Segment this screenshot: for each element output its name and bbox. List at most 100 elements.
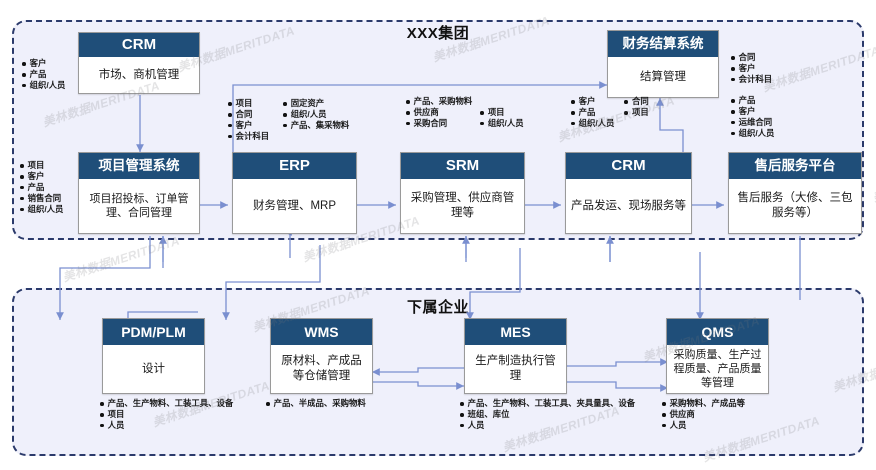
bullet-label: 产品: [27, 181, 45, 192]
bullet-dot-icon: [283, 112, 287, 117]
bullet-dot-icon: [20, 207, 24, 212]
system-card-pms[interactable]: 项目管理系统 项目招投标、订单管理、合同管理: [78, 152, 200, 234]
bullet-label: 会计科目: [738, 73, 773, 84]
bullet-label: 项目: [107, 408, 125, 419]
system-card-qms[interactable]: QMS 采购质量、生产过程质量、产品质量等管理: [666, 318, 769, 394]
bullet-label: 产品: [29, 68, 47, 79]
system-card-title: MES: [465, 319, 566, 345]
system-card-erp[interactable]: ERP 财务管理、MRP: [232, 152, 357, 234]
bullet-item: 供应商: [662, 409, 745, 420]
bullet-dot-icon: [480, 110, 484, 115]
bullet-dot-icon: [731, 120, 735, 125]
bullet-label: 会计科目: [235, 130, 270, 141]
bullet-item: 组织/人员: [22, 80, 65, 91]
bullet-dot-icon: [100, 412, 104, 417]
bullet-dot-icon: [624, 100, 629, 104]
system-card-body: 生产制造执行管理: [465, 345, 566, 393]
system-card-body: 采购质量、生产过程质量、产品质量等管理: [667, 345, 768, 393]
bullet-dot-icon: [283, 102, 287, 106]
bullets-pdm: 产品、生产物料、工装工具、设备项目人员: [100, 398, 233, 431]
bullet-item: 合同: [624, 96, 649, 107]
bullet-label: 合同: [235, 108, 253, 119]
bullet-item: 人员: [460, 420, 635, 431]
bullet-item: 客户: [20, 171, 63, 182]
bullet-column: 产品、半成品、采购物料: [266, 398, 366, 409]
system-card-title: CRM: [79, 33, 199, 57]
bullet-label: 客户: [29, 58, 47, 68]
bullet-item: 客户: [228, 120, 269, 131]
system-card-title: 项目管理系统: [79, 153, 199, 179]
system-card-title: 售后服务平台: [729, 153, 861, 179]
bullet-item: 产品: [731, 95, 774, 106]
bullet-column: 客户产品组织/人员: [22, 58, 65, 91]
system-card-mes[interactable]: MES 生产制造执行管理: [464, 318, 567, 394]
bullet-column: 产品、生产物料、工装工具、设备项目人员: [100, 398, 233, 431]
bullet-label: 产品: [738, 95, 756, 105]
bullet-item: 采购物料、产成品等: [662, 398, 745, 409]
bullet-item: 客户: [571, 96, 614, 107]
bullet-label: 项目: [487, 106, 505, 117]
bullet-column: 项目组织/人员: [480, 107, 524, 129]
system-card-wms[interactable]: WMS 原材料、产成品等仓储管理: [270, 318, 373, 394]
system-card-body: 设计: [103, 345, 204, 393]
bullet-label: 供应商: [669, 408, 695, 419]
bullet-label: 产品、集采物料: [290, 119, 350, 130]
bullet-dot-icon: [100, 402, 104, 406]
bullet-item: 固定资产: [283, 98, 349, 109]
bullet-label: 销售合同: [27, 192, 62, 203]
system-card-body: 采购管理、供应商管理等: [401, 179, 524, 233]
system-card-title: 财务结算系统: [608, 31, 718, 57]
bullet-item: 运维合同: [731, 117, 774, 128]
bullet-label: 合同: [632, 96, 649, 106]
system-card-body: 结算管理: [608, 57, 718, 97]
bullet-dot-icon: [662, 412, 666, 417]
bullet-dot-icon: [460, 412, 464, 417]
bullet-column: 客户产品组织/人员: [571, 96, 614, 129]
bullet-label: 人员: [467, 419, 485, 430]
bullet-label: 产品、生产物料、工装工具、夹具量具、设备: [467, 398, 636, 408]
bullet-column: 采购物料、产成品等供应商人员: [662, 398, 745, 431]
system-card-title: WMS: [271, 319, 372, 345]
bullet-label: 产品: [578, 106, 596, 117]
system-card-body: 产品发运、现场服务等: [566, 179, 691, 233]
system-card-title: QMS: [667, 319, 768, 345]
bullet-label: 组织/人员: [27, 203, 64, 214]
bullet-dot-icon: [228, 102, 232, 106]
system-card-srm[interactable]: SRM 采购管理、供应商管理等: [400, 152, 525, 234]
bullet-dot-icon: [731, 77, 735, 82]
bullet-dot-icon: [624, 110, 629, 115]
bullets-finance: 合同客户会计科目: [731, 52, 772, 85]
bullet-column: 产品、采购物料供应商采购合同: [406, 96, 472, 129]
bullet-item: 会计科目: [228, 131, 269, 142]
bullet-label: 产品、半成品、采购物料: [273, 398, 366, 408]
watermark: 美林数据MERITDATA: [870, 153, 876, 205]
bullet-item: 组织/人员: [480, 118, 524, 129]
system-card-finance[interactable]: 财务结算系统 结算管理: [607, 30, 719, 98]
system-card-pdm[interactable]: PDM/PLM 设计: [102, 318, 205, 394]
system-card-body: 售后服务（大修、三包服务等）: [729, 179, 861, 233]
bullet-item: 客户: [731, 106, 774, 117]
bullet-label: 组织/人员: [29, 79, 66, 90]
system-card-body: 原材料、产成品等仓储管理: [271, 345, 372, 393]
bullet-dot-icon: [22, 83, 26, 88]
bullet-dot-icon: [100, 423, 104, 428]
bullets-qms: 采购物料、产成品等供应商人员: [662, 398, 786, 431]
bullet-label: 项目: [632, 106, 649, 117]
bullet-item: 项目: [624, 106, 649, 118]
system-card-crm-top[interactable]: CRM 市场、商机管理: [78, 32, 200, 94]
system-card-crm-bottom[interactable]: CRM 产品发运、现场服务等: [565, 152, 692, 234]
bullet-dot-icon: [406, 110, 410, 115]
bullet-item: 产品: [20, 182, 63, 193]
system-card-title: PDM/PLM: [103, 319, 204, 345]
system-card-aftersales[interactable]: 售后服务平台 售后服务（大修、三包服务等）: [728, 152, 862, 234]
bullet-label: 客户: [578, 96, 596, 106]
bullet-label: 项目: [27, 160, 45, 170]
bullet-item: 项目: [480, 107, 523, 118]
bullet-label: 采购合同: [413, 117, 448, 128]
bullet-item: 产品、半成品、采购物料: [266, 398, 366, 409]
bullet-dot-icon: [20, 164, 24, 168]
bullet-label: 客户: [235, 119, 253, 130]
bullet-item: 合同: [228, 109, 269, 120]
bullet-item: 采购合同: [406, 118, 472, 129]
